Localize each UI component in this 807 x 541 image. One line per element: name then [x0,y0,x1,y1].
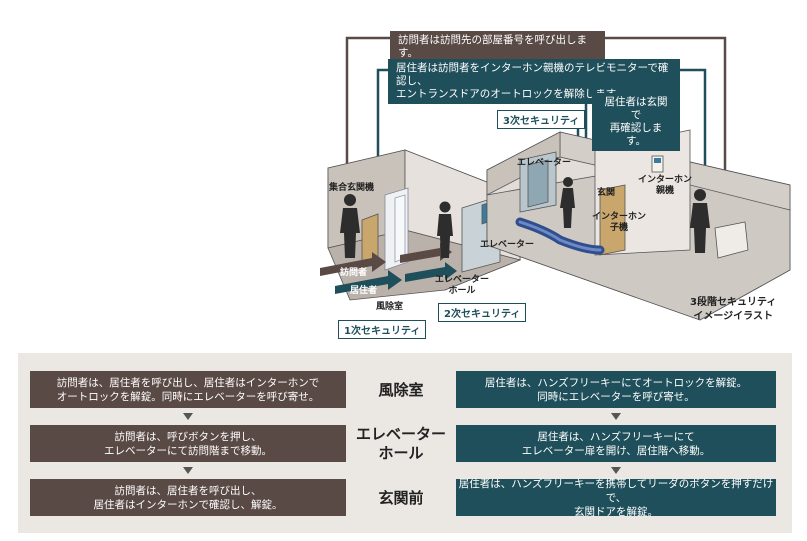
illustration-drawing [320,36,791,321]
callout-visitor-calls: 訪問者は訪問先の部屋番号を呼び出します。 [390,31,605,63]
tag-security-1: 1次セキュリティ [338,320,427,339]
down-arrow-icon [611,413,621,420]
label-elevator-right: エレベーター [517,158,572,168]
illustration-caption: 3段階セキュリティ イメージイラスト [690,297,777,322]
callout-resident-unlocks: 居住者は訪問者をインターホン親機のテレビモニターで確認し、 エントランスドアのオ… [388,59,680,104]
label-entrance-panel: 集合玄関機 [329,183,375,193]
down-arrow-icon [183,413,193,420]
visitor-step-windbreak: 訪問者は、居住者を呼び出し、居住者はインターホンで オートロックを解錠。同時にエ… [30,371,346,408]
tag-security-2: 2次セキュリティ [438,303,527,322]
resident-step-windbreak: 居住者は、ハンズフリーキーにてオートロックを解錠。 同時にエレベーターを呼び寄せ… [456,371,776,408]
visitor-step-elevator-hall: 訪問者は、呼びボタンを押し、 エレベーターにて訪問階まで移動。 [30,425,346,462]
tag-security-3: 3次セキュリティ [497,110,586,129]
label-elevator-left: エレベーター [480,240,535,250]
security-illustration: 訪問者は訪問先の部屋番号を呼び出します。 居住者は訪問者をインターホン親機のテレ… [320,31,791,339]
label-front-door: 玄関 [597,188,616,198]
label-intercom-parent: インターホン 親機 [638,175,693,196]
security-flow-table: 訪問者は、居住者を呼び出し、居住者はインターホンで オートロックを解錠。同時にエ… [18,353,792,533]
resident-step-elevator-hall: 居住者は、ハンズフリーキーにて エレベーター扉を開け、居住階へ移動。 [456,425,776,462]
label-windbreak: 風除室 [376,302,404,312]
label-intercom-child: インターホン 子機 [592,212,647,233]
stage-windbreak: 風除室 [378,381,424,399]
stage-elevator-hall: エレベーター ホール [355,425,446,462]
down-arrow-icon [183,467,193,474]
resident-step-front-door: 居住者は、ハンズフリーキーを携帯してリーダのボタンを押すだけで、 玄関ドアを解錠… [456,478,776,518]
down-arrow-icon [611,467,621,474]
visitor-step-front-door: 訪問者は、居住者を呼び出し、 居住者はインターホンで確認し、解錠。 [30,479,346,516]
label-elevator-hall: エレベーター ホール [435,275,490,296]
label-visitor: 訪問者 [340,268,368,278]
stage-front-door: 玄関前 [378,489,424,507]
label-resident: 居住者 [350,286,378,296]
callout-resident-recheck: 居住者は玄関で 再確認します。 [592,93,680,151]
